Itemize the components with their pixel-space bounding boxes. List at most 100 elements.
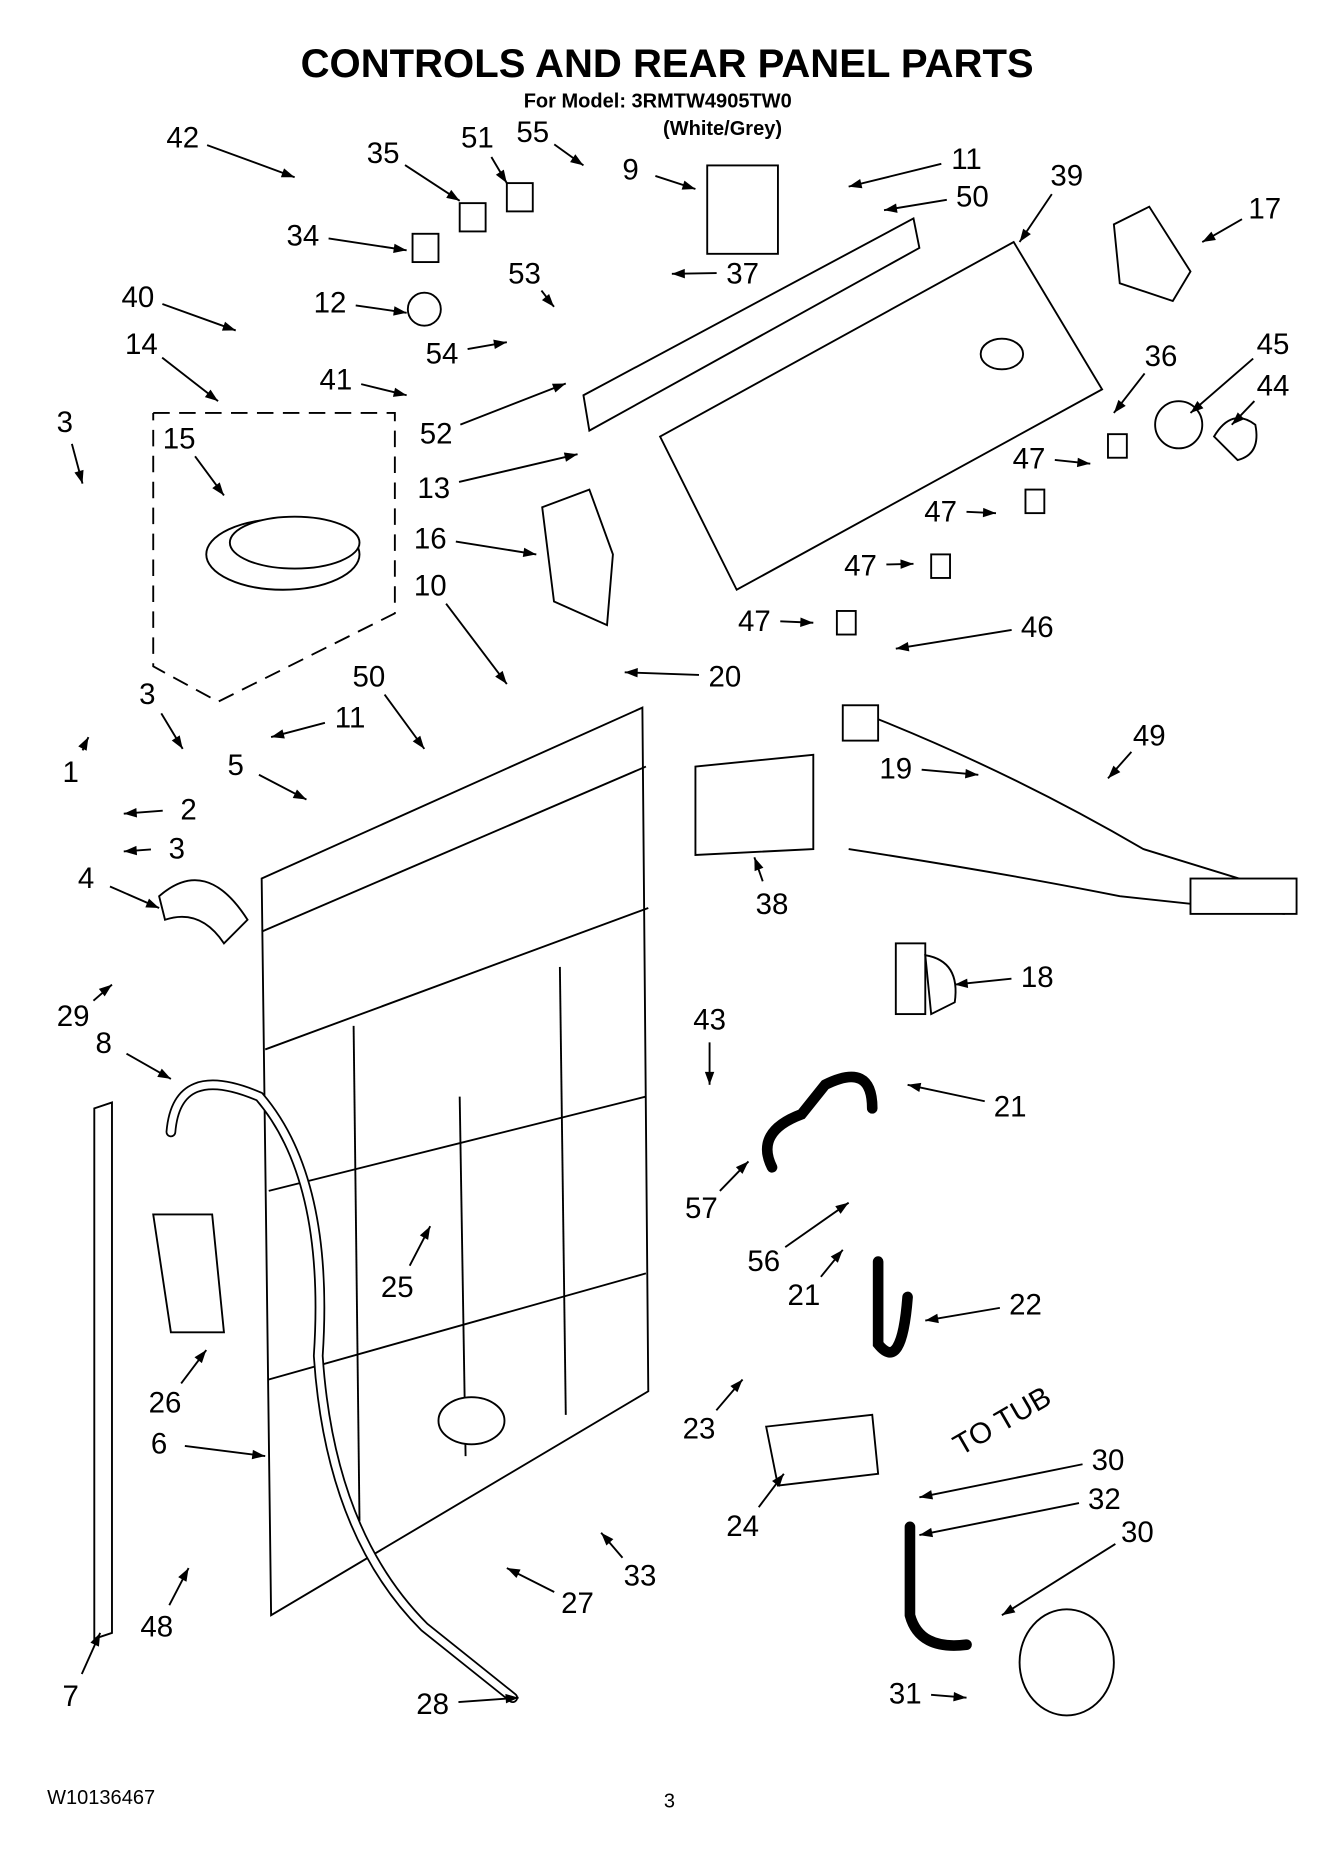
part-number-label: 16 <box>414 522 447 555</box>
arrowhead-icon <box>1076 457 1091 468</box>
part-number-label: 6 <box>151 1428 167 1461</box>
part-number-label: 11 <box>951 143 982 176</box>
callout-leader <box>445 603 508 685</box>
part-number-label: 32 <box>1088 1483 1121 1516</box>
part-number-label: 44 <box>1257 369 1290 402</box>
part-number-label: 38 <box>756 888 789 921</box>
part-number-label: 28 <box>416 1688 449 1721</box>
model-color: (White/Grey) <box>663 118 782 140</box>
part-number-label: 9 <box>622 154 638 187</box>
arrowhead-icon <box>123 808 138 818</box>
callout-leader <box>328 237 407 252</box>
part-number-label: 21 <box>787 1279 820 1312</box>
arrowhead-icon <box>178 1568 189 1582</box>
arrowhead-icon <box>919 1490 934 1500</box>
part-number-label: 23 <box>683 1412 716 1445</box>
part-number-label: 30 <box>1121 1516 1154 1549</box>
callout-leader <box>458 453 578 483</box>
arrowhead-icon <box>830 1249 843 1263</box>
part-number-label: 8 <box>96 1027 112 1060</box>
arrowhead-icon <box>194 1350 207 1364</box>
callout-leader <box>1189 357 1254 414</box>
arrowhead-icon <box>704 1071 715 1085</box>
arrowhead-icon <box>953 1692 967 1702</box>
arrowhead-icon <box>895 642 910 652</box>
part-number-label: 52 <box>420 418 453 451</box>
arrowhead-icon <box>251 1449 266 1460</box>
rear-panel <box>260 706 650 1617</box>
part-number-label: 3 <box>139 678 155 711</box>
callout-leader <box>907 1083 985 1103</box>
arrowhead-icon <box>954 978 969 989</box>
part-number-label: 42 <box>166 122 199 155</box>
arrowhead-icon <box>541 293 554 307</box>
console <box>658 240 1104 592</box>
part-number-label: 7 <box>63 1680 79 1713</box>
arrowhead-icon <box>835 1202 849 1214</box>
part-number-label: 51 <box>461 122 494 155</box>
callout-leader <box>184 1445 266 1458</box>
arrowhead-icon <box>412 735 425 749</box>
part-number-label: 37 <box>726 257 759 290</box>
part-number-label: 48 <box>140 1610 173 1643</box>
part-number-label: 13 <box>417 472 450 505</box>
arrowhead-icon <box>563 452 578 462</box>
arrowhead-icon <box>392 387 407 397</box>
arrowhead-icon <box>884 203 898 213</box>
endcap-left <box>541 488 614 627</box>
endcap-right <box>1112 205 1192 303</box>
part-number-label: 35 <box>367 137 400 170</box>
arrowhead-icon <box>292 789 307 800</box>
arrowhead-icon <box>982 507 996 518</box>
part-number-label: 20 <box>709 660 742 693</box>
part-drawings <box>93 164 1298 1717</box>
callout-leader <box>848 162 942 188</box>
part-number-label: 30 <box>1092 1444 1125 1477</box>
part-number-label: 34 <box>287 220 320 253</box>
part-number-label: 43 <box>693 1003 726 1036</box>
callout-leader <box>1001 1543 1116 1617</box>
arrowhead-icon <box>393 243 407 254</box>
arrowhead-icon <box>78 737 89 751</box>
arrowhead-icon <box>754 857 764 872</box>
part-number-label: 4 <box>78 862 94 895</box>
arrowhead-icon <box>681 180 696 190</box>
part-number-label: 49 <box>1133 719 1166 752</box>
arrowhead-icon <box>1190 400 1204 413</box>
part-number-label: 47 <box>924 495 957 528</box>
arrowhead-icon <box>800 617 814 627</box>
arrowhead-icon <box>493 339 507 349</box>
callout-leader <box>919 1502 1080 1536</box>
part-number-label: 25 <box>381 1271 414 1304</box>
arrowhead-icon <box>74 469 84 484</box>
part-number-label: 11 <box>335 702 366 735</box>
page-title: CONTROLS AND REAR PANEL PARTS <box>301 42 1034 86</box>
part-number-label: 40 <box>122 281 155 314</box>
arrowhead-icon <box>204 389 219 402</box>
arrowhead-icon <box>772 1473 784 1487</box>
arrowhead-icon <box>522 547 537 558</box>
part-number-label: 3 <box>57 406 73 439</box>
arrowhead-icon <box>624 668 638 678</box>
arrowhead-icon <box>212 482 224 496</box>
part-number-label: 3 <box>169 832 185 865</box>
arrowhead-icon <box>1107 765 1121 779</box>
part-number-label: 33 <box>624 1560 657 1593</box>
arrowhead-icon <box>671 268 685 279</box>
part-number-label: 1 <box>63 756 79 789</box>
part-number-label: 50 <box>353 660 386 693</box>
arrowhead-icon <box>505 1693 519 1704</box>
arrowhead-icon <box>848 179 863 189</box>
arrowhead-icon <box>123 845 138 856</box>
arrowhead-icon <box>446 189 460 201</box>
arrowhead-icon <box>900 559 914 569</box>
arrowhead-icon <box>1202 231 1216 243</box>
part-number-label: 26 <box>149 1386 182 1419</box>
part-number-label: 17 <box>1248 192 1281 225</box>
arrowhead-icon <box>419 1226 431 1240</box>
arrowhead-icon <box>1113 399 1126 413</box>
callout-leader <box>895 629 1012 650</box>
arrowhead-icon <box>495 670 507 685</box>
part-number-label: 39 <box>1050 159 1083 192</box>
